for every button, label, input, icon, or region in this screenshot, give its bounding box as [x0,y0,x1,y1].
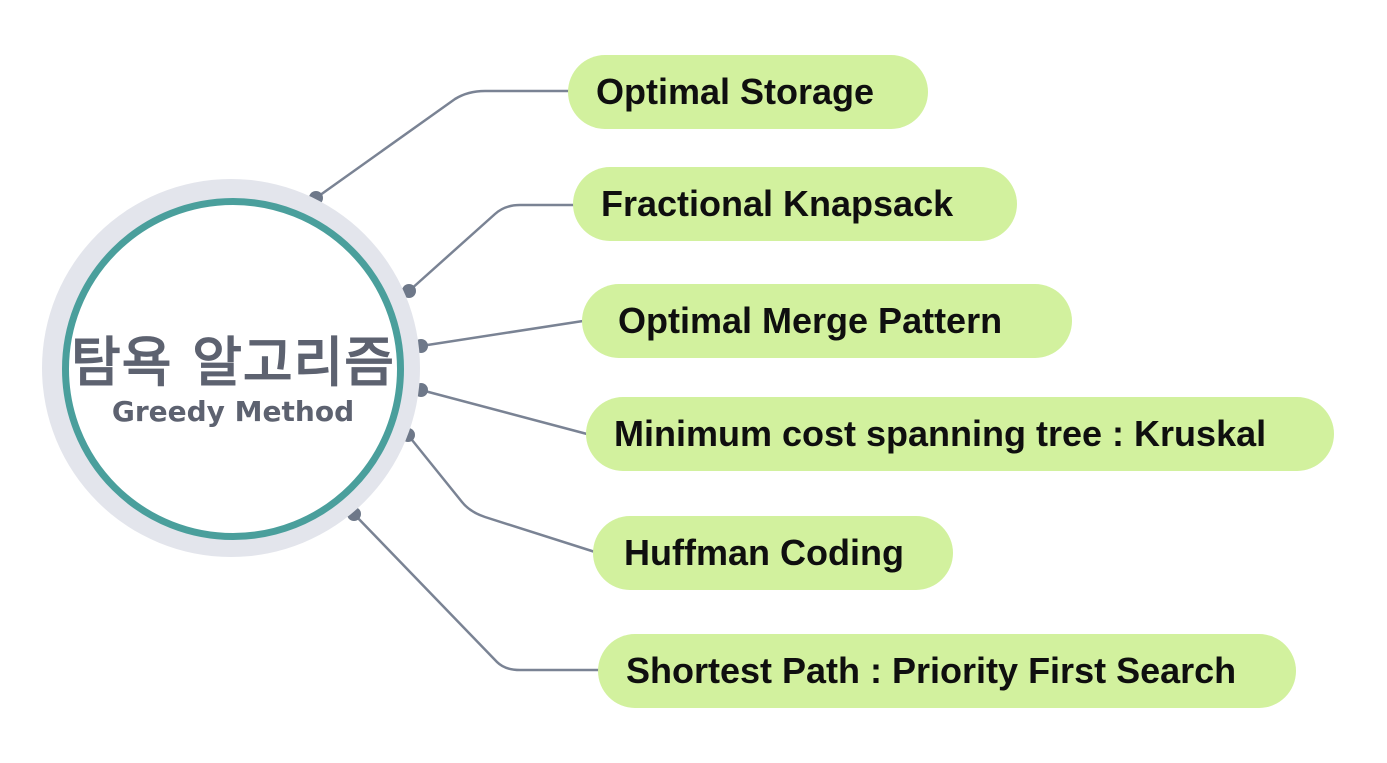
hub-subtitle: Greedy Method [111,395,355,428]
connector-shortest-path [353,513,600,672]
branch-node-optimal-storage: Optimal Storage [568,55,928,129]
branch-node-optimal-merge-pattern: Optimal Merge Pattern [582,284,1072,358]
branch-label: Optimal Storage [596,71,875,112]
branch-label: Shortest Path : Priority First Search [626,650,1237,691]
connector-optimal-merge-pattern [420,319,584,348]
connector-optimal-storage [315,89,570,200]
connector-minimum-spanning-tree [420,388,588,436]
branch-node-minimum-spanning-tree: Minimum cost spanning tree : Kruskal [586,397,1334,471]
branch-label: Huffman Coding [624,532,904,573]
branch-label: Fractional Knapsack [601,183,954,224]
hub-circle [62,198,404,540]
hub-title: 탐욕 알고리즘 [71,331,395,394]
branch-label: Minimum cost spanning tree : Kruskal [614,413,1267,454]
connector-huffman-coding [407,434,596,554]
branch-label: Optimal Merge Pattern [618,300,1003,341]
branch-node-shortest-path: Shortest Path : Priority First Search [598,634,1296,708]
connector-fractional-knapsack [408,203,575,292]
branch-node-fractional-knapsack: Fractional Knapsack [573,167,1017,241]
branch-node-huffman-coding: Huffman Coding [593,516,953,590]
